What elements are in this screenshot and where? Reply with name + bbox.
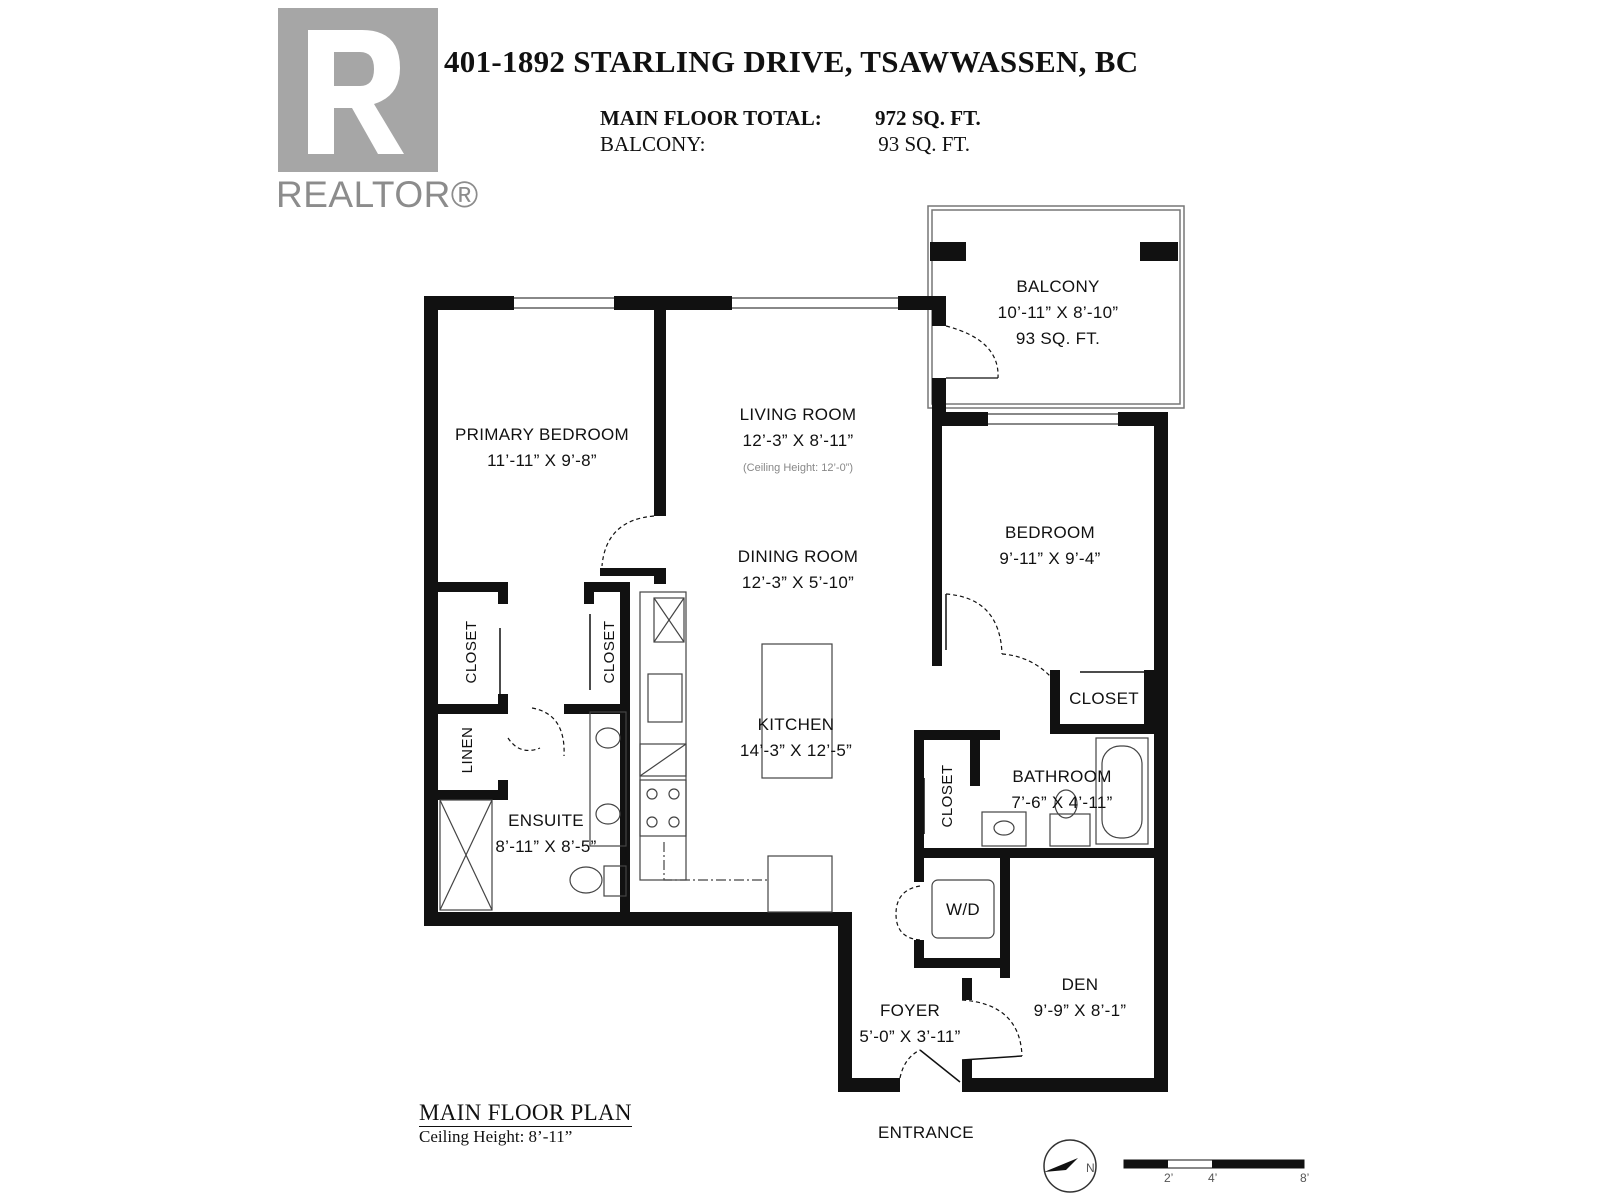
- exterior-walls: [424, 296, 1168, 1092]
- bathtub: [1095, 737, 1149, 845]
- balcony-area-text: 93 SQ. FT.: [1016, 329, 1100, 348]
- living-room-ceiling-note: (Ceiling Height: 12’-0”): [743, 462, 853, 474]
- doors: [507, 325, 1051, 1079]
- primary-bedroom-dims: 11’-11” X 9’-8”: [487, 451, 597, 470]
- scale-label-4: 4’: [1208, 1171, 1217, 1185]
- bathroom-dims: 7’-6” X 4’-11”: [1011, 793, 1112, 812]
- kitchen-dims: 14’-3” X 12’-5”: [740, 741, 852, 760]
- balcony-post-left: [930, 242, 966, 261]
- bedroom-name: BEDROOM: [1005, 523, 1095, 542]
- den-name: DEN: [1062, 975, 1099, 994]
- ensuite-dims: 8’-11” X 8’-5”: [495, 837, 596, 856]
- dishwasher: [639, 743, 687, 777]
- dining-room-dims: 12’-3” X 5’-10”: [742, 573, 854, 592]
- balcony-dims: 10’-11” X 8’-10”: [998, 303, 1119, 322]
- shower: [439, 799, 493, 911]
- kitchen-fixtures: [639, 591, 833, 913]
- wd-label: W/D: [946, 900, 980, 919]
- foyer-dims: 5’-0” X 3’-11”: [859, 1027, 960, 1046]
- ensuite-vanity: [589, 711, 627, 847]
- main-floor-total-label: MAIN FLOOR TOTAL:: [600, 106, 822, 130]
- dining-room-name: DINING ROOM: [738, 547, 858, 566]
- foyer-name: FOYER: [880, 1001, 940, 1020]
- kitchen-sink: [647, 673, 683, 723]
- scale-label-2: 2’: [1164, 1171, 1173, 1185]
- ensuite-fixtures: [439, 711, 627, 911]
- scale-bar: 2’ 4’ 8’: [1123, 1159, 1309, 1185]
- ceiling-height-note: Ceiling Height: 8’-11”: [419, 1127, 573, 1146]
- realtor-wordmark: REALTOR®: [276, 174, 479, 216]
- property-address: 401-1892 STARLING DRIVE, TSAWWASSEN, BC: [444, 44, 1139, 79]
- closet-hall-label: CLOSET: [939, 764, 956, 827]
- bathroom-fixtures: [981, 737, 1149, 847]
- balcony-area-label: BALCONY:: [600, 132, 706, 156]
- linen-closet-label: LINEN: [459, 727, 476, 774]
- bedroom-dims: 9’-11” X 9’-4”: [999, 549, 1100, 568]
- balcony-name: BALCONY: [1016, 277, 1099, 296]
- realtor-wordmark-text: REALTOR®: [276, 174, 479, 215]
- living-room-name: LIVING ROOM: [740, 405, 857, 424]
- kitchen-island: [761, 643, 833, 779]
- washer-dryer: [931, 879, 995, 939]
- balcony-area-value: 93 SQ. FT.: [878, 132, 970, 156]
- stove: [639, 779, 687, 837]
- scale-label-8: 8’: [1300, 1171, 1309, 1185]
- primary-bedroom-name: PRIMARY BEDROOM: [455, 425, 629, 444]
- entrance-label: ENTRANCE: [878, 1123, 974, 1142]
- ensuite-name: ENSUITE: [508, 811, 584, 830]
- compass: N: [1043, 1139, 1097, 1193]
- closet-bedroom-label: CLOSET: [1069, 689, 1139, 708]
- north-arrow-icon: [1044, 1158, 1078, 1172]
- closet-primary-right-label: CLOSET: [601, 620, 618, 683]
- balcony-post-right: [1140, 242, 1178, 261]
- main-floor-total-value: 972 SQ. FT.: [875, 106, 981, 130]
- fridge: [653, 597, 685, 643]
- den-dims: 9’-9” X 8’-1”: [1034, 1001, 1127, 1020]
- closet-primary-left-label: CLOSET: [463, 620, 480, 683]
- compass-north-label: N: [1086, 1161, 1095, 1175]
- pantry-counter: [767, 855, 833, 913]
- realtor-r-mark: [308, 30, 404, 154]
- kitchen-name: KITCHEN: [758, 715, 835, 734]
- bathroom-toilet: [1049, 813, 1091, 847]
- bathroom-vanity: [981, 811, 1027, 847]
- balcony-area-row: BALCONY: 93 SQ. FT.: [600, 132, 970, 157]
- ensuite-toilet: [569, 866, 603, 894]
- interior-walls: [438, 310, 1154, 1082]
- living-room-dims: 12’-3” X 8’-11”: [743, 431, 854, 450]
- bathroom-name: BATHROOM: [1012, 767, 1111, 786]
- windows: [514, 297, 1118, 425]
- plan-title: MAIN FLOOR PLAN: [419, 1100, 632, 1127]
- main-floor-total-row: MAIN FLOOR TOTAL: 972 SQ. FT.: [600, 106, 981, 131]
- door-leaves: [499, 594, 1144, 1083]
